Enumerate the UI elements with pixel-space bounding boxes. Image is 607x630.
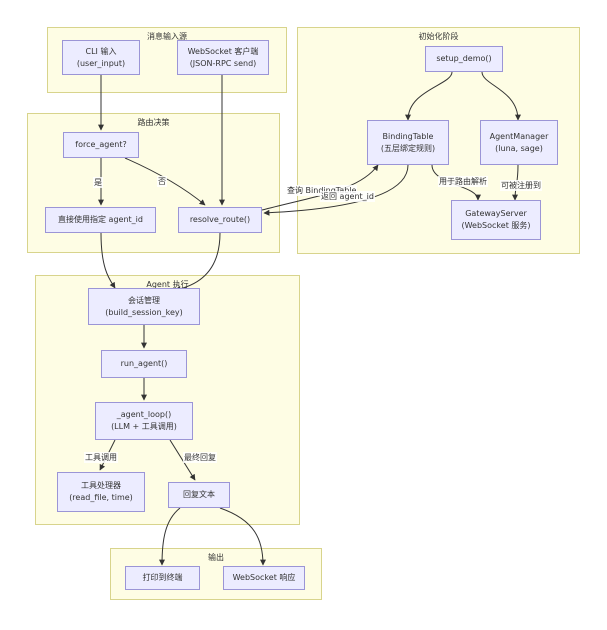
node-binding-table-line1: BindingTable <box>382 131 434 141</box>
node-session-mgmt-line2: (build_session_key) <box>105 307 183 317</box>
node-ws-response-line1: WebSocket 响应 <box>232 573 296 582</box>
node-agent-loop: _agent_loop() (LLM + 工具调用) <box>95 402 193 440</box>
node-resolve-route-line1: resolve_route() <box>189 215 251 224</box>
edge-label-yes: 是 <box>93 177 103 188</box>
node-reply-text: 回复文本 <box>168 482 230 508</box>
node-print-terminal-line1: 打印到终端 <box>142 573 183 582</box>
node-ws-response: WebSocket 响应 <box>223 566 305 590</box>
node-tool-handler-line1: 工具处理器 <box>81 481 121 490</box>
edge-resolve-session <box>174 232 221 292</box>
node-run-agent-line1: run_agent() <box>120 359 168 368</box>
edge-label-for-routing: 用于路由解析 <box>438 176 488 187</box>
node-tool-handler-line2: (read_file, time) <box>69 493 133 502</box>
node-gateway-server-line1: GatewayServer <box>465 209 527 218</box>
node-agent-manager-line2: (luna, sage) <box>495 143 543 153</box>
node-gateway-server-line2: (WebSocket 服务) <box>461 221 531 230</box>
edge-setup-binding <box>405 71 453 121</box>
edge-reply-wsresp <box>219 507 266 566</box>
node-websocket-client-line2: (JSON-RPC send) <box>189 58 257 68</box>
node-gateway-server: GatewayServer (WebSocket 服务) <box>451 200 541 240</box>
edge-label-final-reply: 最终回复 <box>183 452 217 463</box>
node-websocket-client-line1: WebSocket 客户端 <box>187 46 259 56</box>
node-direct-agent-id-line1: 直接使用指定 agent_id <box>58 215 143 224</box>
edge-label-no: 否 <box>157 176 167 187</box>
group-title-routing: 路由决策 <box>137 118 170 127</box>
node-setup-demo-line1: setup_demo() <box>436 54 492 63</box>
group-title-input: 消息输入源 <box>147 32 187 41</box>
node-session-mgmt: 会话管理 (build_session_key) <box>88 288 200 325</box>
edge-loop-reply <box>169 439 196 481</box>
node-force-agent: force_agent? <box>63 132 139 158</box>
node-print-terminal: 打印到终端 <box>125 566 200 590</box>
group-title-init: 初始化阶段 <box>418 32 459 41</box>
node-agent-manager: AgentManager (luna, sage) <box>480 120 558 165</box>
node-run-agent: run_agent() <box>101 350 187 378</box>
node-cli-input-line1: CLI 输入 <box>85 46 117 56</box>
node-agent-loop-line1: _agent_loop() <box>116 410 172 419</box>
node-force-agent-line1: force_agent? <box>75 140 127 149</box>
node-tool-handler: 工具处理器 (read_file, time) <box>57 472 145 512</box>
edge-label-return-agent-id: 返回 agent_id <box>320 191 375 202</box>
node-websocket-client: WebSocket 客户端 (JSON-RPC send) <box>177 40 269 75</box>
edge-reply-print <box>159 507 181 566</box>
node-session-mgmt-line1: 会话管理 <box>128 295 160 305</box>
node-cli-input: CLI 输入 (user_input) <box>62 40 140 75</box>
node-binding-table-line2: (五层绑定规则) <box>380 143 436 153</box>
edge-label-tool-call: 工具调用 <box>84 452 118 463</box>
node-direct-agent-id: 直接使用指定 agent_id <box>45 207 156 233</box>
group-title-output: 输出 <box>208 553 224 562</box>
edge-label-registered-to: 可被注册到 <box>500 180 542 191</box>
node-binding-table: BindingTable (五层绑定规则) <box>367 120 449 165</box>
node-reply-text-line1: 回复文本 <box>183 490 215 499</box>
edge-direct-session <box>100 232 116 289</box>
group-title-agent: Agent 执行 <box>146 280 189 289</box>
edge-force-resolve <box>124 157 206 206</box>
node-agent-manager-line1: AgentManager <box>489 131 549 141</box>
edge-label-query-binding: 查询 BindingTable <box>286 185 358 196</box>
node-resolve-route: resolve_route() <box>178 207 262 233</box>
edge-setup-agentmgr <box>481 71 521 121</box>
node-cli-input-line2: (user_input) <box>76 58 126 68</box>
node-setup-demo: setup_demo() <box>425 46 503 72</box>
node-agent-loop-line2: (LLM + 工具调用) <box>111 422 177 431</box>
